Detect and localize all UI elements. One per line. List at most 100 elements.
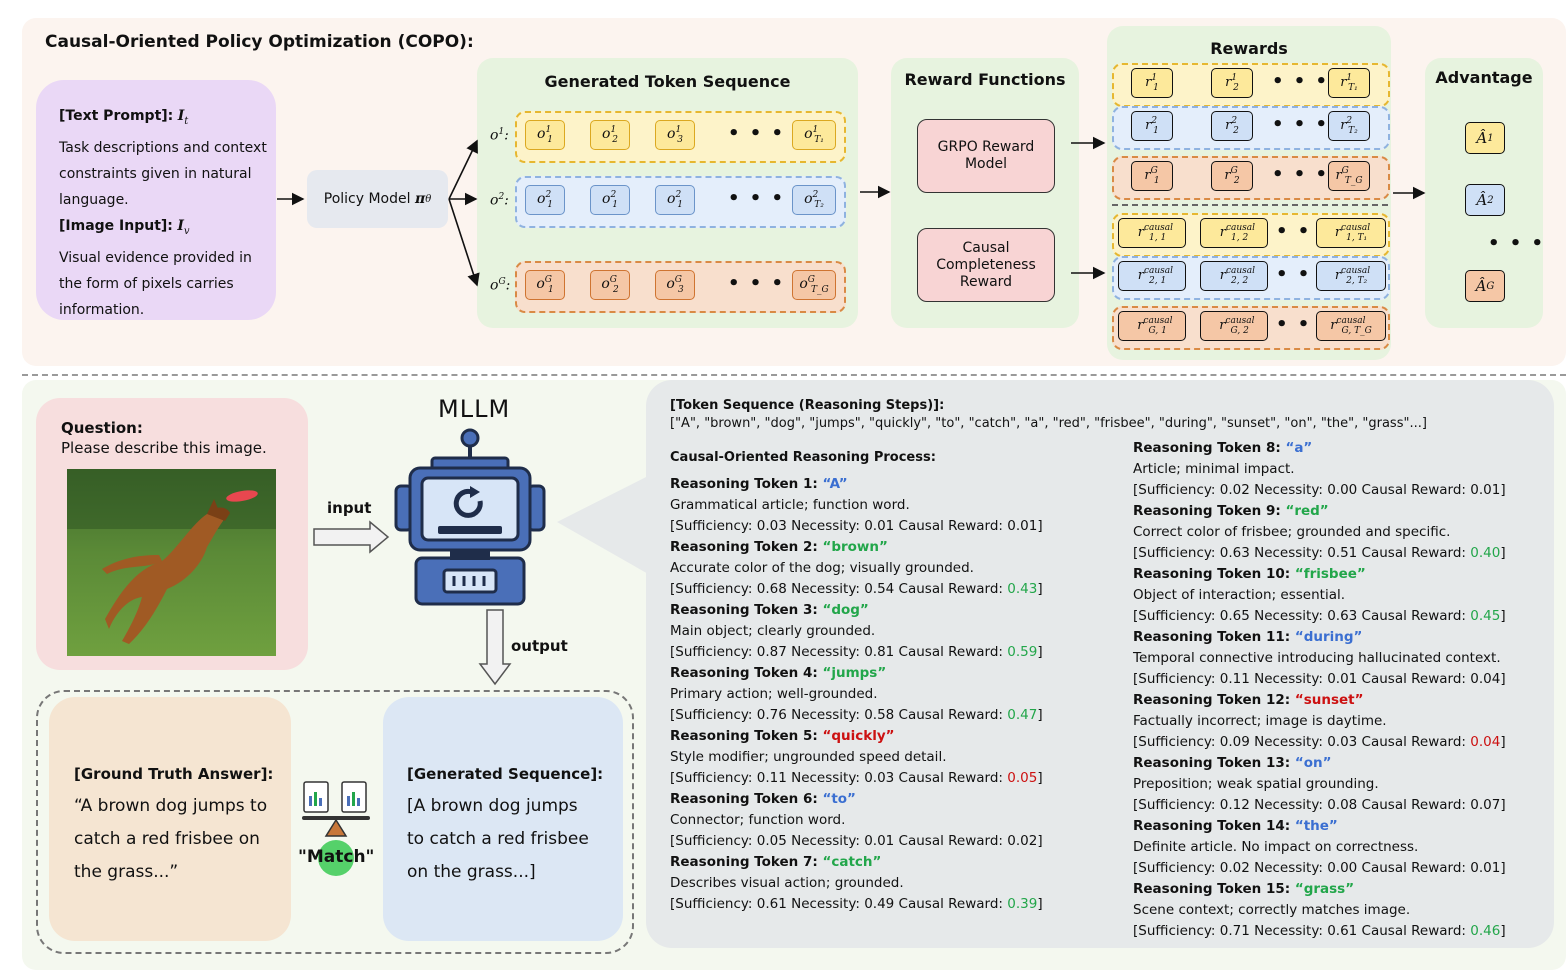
math-sup: 2 — [1231, 116, 1238, 127]
metric-text: [Sufficiency: 0.11 Necessity: 0.01 Causa… — [1133, 671, 1471, 687]
reasoning-token-label: Reasoning Token 9: — [1133, 503, 1286, 519]
reasoning-token-block: Reasoning Token 7: “catch”Describes visu… — [670, 852, 1110, 915]
row-label-sup: 2 — [498, 192, 505, 202]
reasoning-token-metrics: [Sufficiency: 0.02 Necessity: 0.00 Causa… — [1133, 480, 1566, 501]
generated-token: oG1 — [525, 270, 565, 300]
math-symbol: oG1 — [536, 275, 553, 295]
math-symbol: r22 — [1225, 116, 1239, 136]
reasoning-token-head: Reasoning Token 9: “red” — [1133, 501, 1566, 522]
policy-symbol-sub: θ — [425, 193, 432, 205]
causal-reward-token: rcausal2, 2 — [1200, 261, 1268, 291]
prompt-box — [36, 80, 276, 320]
reasoning-token-label: Reasoning Token 2: — [670, 539, 823, 555]
mllm-title: MLLM — [438, 395, 511, 423]
reasoning-token-head: Reasoning Token 1: “A” — [670, 474, 1110, 495]
ground-truth-text: “A brown dog jumps to catch a red frisbe… — [74, 790, 267, 889]
causal-reward-token: rcausalG, 1 — [1118, 311, 1186, 341]
reasoning-token-value: “jumps” — [822, 665, 887, 681]
reasoning-token-metrics: [Sufficiency: 0.76 Necessity: 0.58 Causa… — [670, 705, 1110, 726]
metric-close: ] — [1037, 644, 1043, 660]
math-sub: 2 — [1487, 194, 1494, 206]
reasoning-token-desc: Correct color of frisbee; grounded and s… — [1133, 524, 1451, 540]
reasoning-token-desc: Accurate color of the dog; visually grou… — [670, 560, 974, 576]
math-sup: 1 — [1346, 73, 1353, 84]
generated-token: o21 — [590, 185, 630, 215]
causal-reward-token: rcausal2, 1 — [1118, 261, 1186, 291]
reward-token-last: rGT_G — [1328, 161, 1370, 191]
text-prompt-desc: Task descriptions and context constraint… — [59, 139, 267, 208]
row-label-sup: G — [498, 277, 506, 287]
metric-close: ] — [1500, 671, 1506, 687]
generated-token: oG2 — [590, 270, 630, 300]
math-sub: G — [1486, 280, 1495, 292]
causal-reward-value: 0.40 — [1470, 545, 1501, 561]
math-base: o — [804, 126, 813, 143]
reward-token-last: r2T₂ — [1328, 111, 1370, 141]
generated-sequence-line: [A brown dog jumps — [407, 796, 578, 816]
reasoning-token-label: Reasoning Token 5: — [670, 728, 823, 744]
causal-reward-value: 0.01 — [1470, 860, 1501, 876]
math-sub: 2, 2 — [1231, 275, 1249, 286]
math-symbol: o2T₂ — [804, 190, 824, 210]
math-base: o — [537, 191, 546, 208]
grpo-reward-model: GRPO Reward Model — [917, 119, 1055, 193]
reasoning-token-head: Reasoning Token 6: “to” — [670, 789, 1110, 810]
reasoning-token-label: Reasoning Token 1: — [670, 476, 823, 492]
math-sub: T_G — [810, 284, 829, 295]
ellipsis: • • • — [1272, 71, 1330, 92]
reasoning-token-desc: Object of interaction; essential. — [1133, 587, 1346, 603]
math-base: r — [1225, 118, 1232, 134]
math-sub: 2 — [1233, 125, 1239, 136]
math-sub: T_G — [1344, 175, 1363, 186]
reasoning-token-label: Reasoning Token 7: — [670, 854, 823, 870]
math-symbol: rG2 — [1224, 166, 1239, 186]
causal-reward-token: rcausal1, 2 — [1200, 218, 1268, 248]
math-base: r — [1144, 168, 1151, 184]
reasoning-token-value: “during” — [1294, 629, 1363, 645]
math-base: r — [1334, 268, 1342, 284]
reasoning-token-head: Reasoning Token 11: “during” — [1133, 627, 1566, 648]
rewards-title: Rewards — [1210, 39, 1288, 58]
math-sup: 1 — [1231, 73, 1238, 84]
generated-token: oG3 — [655, 270, 695, 300]
math-symbol: rcausalG, T_G — [1330, 316, 1372, 336]
token-sequence-title: [Token Sequence (Reasoning Steps)]: — [670, 398, 945, 413]
causal-reward-value: 0.43 — [1007, 581, 1038, 597]
math-symbol: rcausal2, 1 — [1138, 266, 1173, 286]
reasoning-token-desc: Scene context; correctly matches image. — [1133, 902, 1411, 918]
ellipsis: • • • — [1272, 114, 1330, 135]
math-sub: G, 1 — [1148, 325, 1167, 336]
math-sub: 2 — [1233, 82, 1239, 93]
metric-close: ] — [1500, 482, 1506, 498]
causal-reward-value: 0.46 — [1470, 923, 1501, 939]
math-base: r — [1334, 225, 1342, 241]
math-base: o — [536, 276, 545, 293]
row-label-colon: : — [504, 192, 509, 209]
reasoning-token-block: Reasoning Token 15: “grass”Scene context… — [1133, 879, 1566, 942]
math-sub: T₂ — [814, 199, 824, 210]
math-sub: 1 — [612, 199, 618, 210]
math-sub: 2, 1 — [1149, 275, 1167, 286]
math-sup: causal — [1143, 223, 1174, 234]
math-sup: 1 — [545, 125, 552, 136]
generated-sequence-line: to catch a red frisbee — [407, 829, 589, 849]
math-sup: G — [1341, 166, 1349, 177]
reasoning-token-head: Reasoning Token 7: “catch” — [670, 852, 1110, 873]
causal-reward-value: 0.04 — [1470, 734, 1501, 750]
math-symbol: o13 — [667, 125, 683, 145]
metric-close: ] — [1037, 518, 1043, 534]
math-sub: T₂ — [1348, 125, 1358, 136]
reasoning-token-value: “A” — [822, 476, 848, 492]
math-sup: causal — [1225, 223, 1256, 234]
metric-text: [Sufficiency: 0.02 Necessity: 0.00 Causa… — [1133, 860, 1471, 876]
reasoning-token-value: “dog” — [822, 602, 869, 618]
reasoning-process-title: Causal-Oriented Reasoning Process: — [670, 450, 936, 465]
policy-model-label: Policy Model — [323, 191, 411, 207]
reasoning-token-value: “the” — [1294, 818, 1338, 834]
reasoning-token-label: Reasoning Token 14: — [1133, 818, 1295, 834]
ground-truth-box — [49, 697, 291, 941]
balance-scale-icon — [302, 781, 370, 876]
match-label: "Match" — [298, 847, 375, 867]
math-base: o — [537, 126, 546, 143]
reasoning-token-desc: Article; minimal impact. — [1133, 461, 1295, 477]
